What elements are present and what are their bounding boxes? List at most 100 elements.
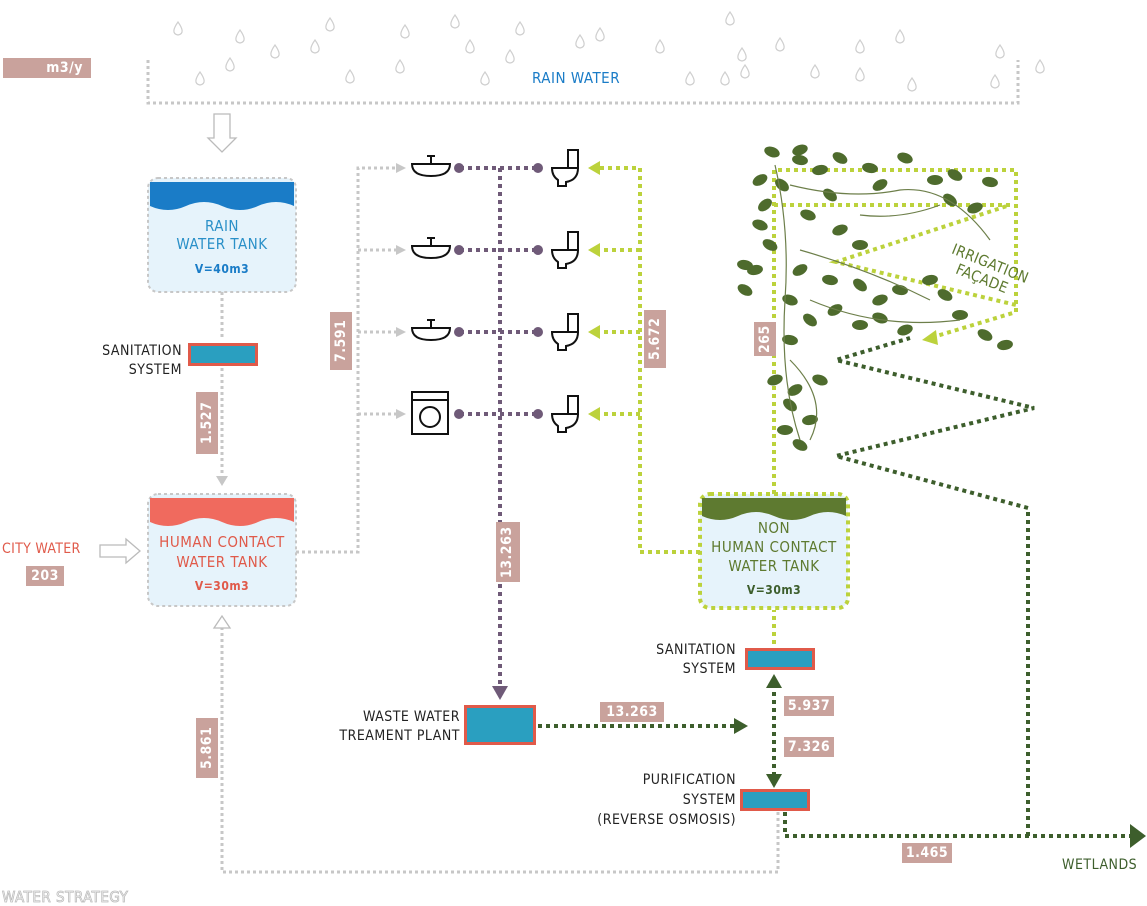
sanitation-left-line1: SANITATION <box>102 343 182 359</box>
leaf-icon <box>872 179 888 191</box>
distribution-arrowheads <box>396 163 406 419</box>
non-potable-arrowheads <box>588 161 938 421</box>
raindrop-icon <box>480 70 490 86</box>
rain-water-tank <box>147 177 297 293</box>
leaf-icon <box>823 188 837 202</box>
leaf-icon <box>947 169 963 181</box>
rain-water-label: RAIN WATER <box>532 69 621 87</box>
toilet-icon <box>550 313 580 351</box>
flow-7591-tag: 7.591 <box>330 312 352 370</box>
raindrop-icon <box>505 48 515 64</box>
leaf-icon <box>782 334 798 346</box>
leaf-icon <box>782 294 798 306</box>
leaf-icon <box>852 240 868 250</box>
rain-inflow-arrow <box>206 113 238 153</box>
sanitation-right-line2: SYSTEM <box>682 661 736 677</box>
non-human-tank-volume: V=30m3 <box>746 583 802 597</box>
leaf-icon <box>997 339 1013 351</box>
waste-plant-line1: WASTE WATER <box>362 709 460 725</box>
leaf-icon <box>737 259 753 271</box>
raindrop-icon <box>685 70 695 86</box>
leaf-icon <box>977 329 993 341</box>
purification-line3: (REVERSE OSMOSIS) <box>597 812 736 828</box>
raindrop-icon <box>345 68 355 84</box>
toilet-icon <box>550 149 580 187</box>
sanitation-left-line2: SYSTEM <box>128 362 182 378</box>
leaf-icon <box>737 144 1013 451</box>
flow-1465-tag: 1.465 <box>902 843 952 863</box>
leaf-icon <box>853 278 867 292</box>
leaf-icon <box>800 209 816 221</box>
raindrop-icon <box>595 26 605 42</box>
purification-return-line <box>220 626 780 874</box>
rain-area <box>146 10 1045 105</box>
leaf-icon <box>922 274 938 286</box>
raindrop-icon <box>575 33 585 49</box>
flow-5937-tag: 5.937 <box>784 696 834 716</box>
sink-icon <box>410 319 452 342</box>
raindrop-icon <box>173 20 183 36</box>
leaf-icon <box>762 239 778 251</box>
leaf-icon <box>792 264 808 276</box>
leaf-icon <box>752 219 768 231</box>
leaf-icon <box>767 374 783 386</box>
raindrop-icon <box>235 28 245 44</box>
leaf-icon <box>792 144 808 156</box>
sink-icon <box>410 155 452 178</box>
raindrop-icon <box>775 36 785 52</box>
waste-water-treatment-plant <box>464 705 536 745</box>
washing-machine-icon <box>411 391 449 435</box>
footer-title: WATER STRATEGY <box>2 888 129 906</box>
city-water-label: CITY WATER <box>2 541 81 557</box>
leaf-icon <box>752 174 768 186</box>
raindrop-icon <box>720 70 730 86</box>
unit-label: m3/y <box>3 58 91 78</box>
leaf-icon <box>927 175 943 185</box>
non-human-tank-line1: NON <box>757 519 791 537</box>
leaf-icon <box>897 152 913 164</box>
treated-water-lines <box>538 336 1130 838</box>
leaf-icon <box>952 310 968 320</box>
leaf-icon <box>812 164 828 176</box>
human-tank-line1: HUMAN CONTACT <box>159 533 285 551</box>
grey-water-dots <box>454 163 543 700</box>
leaf-icon <box>737 284 753 296</box>
leaf-icon <box>758 198 772 212</box>
sanitation-right-line1: SANITATION <box>656 642 736 658</box>
non-human-contact-water-tank <box>698 492 850 610</box>
leaf-icon <box>982 176 998 188</box>
leaf-icon <box>852 320 868 330</box>
non-human-tank-line2: HUMAN CONTACT <box>711 538 837 556</box>
raindrop-icon <box>225 56 235 72</box>
leaf-icon <box>764 146 780 158</box>
sanitation-system-left <box>188 343 258 366</box>
arrow-head <box>216 476 228 486</box>
flow-5672-tag: 5.672 <box>644 310 666 368</box>
raindrop-icon <box>740 63 750 79</box>
rain-tank-line1: RAIN <box>204 217 240 235</box>
distribution-lines <box>296 166 398 554</box>
leaf-icon <box>872 294 888 306</box>
rain-tank-line2: WATER TANK <box>176 235 268 253</box>
leaf-icon <box>967 202 983 214</box>
raindrop-icon <box>450 13 460 29</box>
raindrop-icon <box>400 23 410 39</box>
toilet-icon <box>550 231 580 269</box>
leaf-icon <box>872 312 888 324</box>
sanitation-system-right <box>745 648 815 670</box>
flow-13263-horizontal-tag: 13.263 <box>600 702 664 722</box>
leaf-icon <box>787 384 803 396</box>
grey-water-lines <box>460 166 540 688</box>
leaf-icon <box>792 439 808 451</box>
raindrop-icon <box>855 66 865 82</box>
treated-water-arrowheads <box>734 674 1146 848</box>
leaf-icon <box>832 152 848 164</box>
leaf-icon <box>897 324 913 336</box>
purification-system <box>740 789 810 811</box>
flow-265-tag: 265 <box>754 322 776 356</box>
human-tank-volume: V=30m3 <box>194 579 250 593</box>
raindrop-icon <box>895 28 905 44</box>
rain-tank-volume: V=40m3 <box>194 262 250 276</box>
vine-stems <box>774 164 991 441</box>
raindrop-icon <box>855 38 865 54</box>
